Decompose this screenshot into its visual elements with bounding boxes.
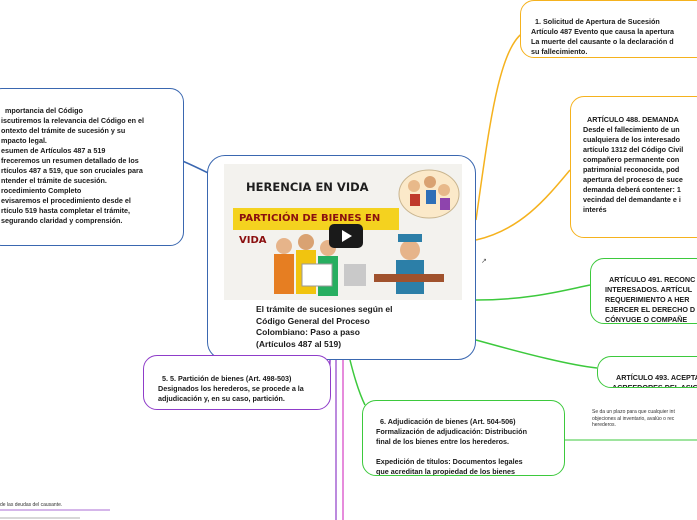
note-deudas-causante: de las deudas del causante.	[0, 502, 110, 509]
node-art491[interactable]: ARTÍCULO 491. RECONC INTERESADOS. ARTÍCU…	[590, 258, 697, 324]
play-icon[interactable]	[329, 224, 363, 248]
node-left-intro[interactable]: mportancia del Código iscutiremos la rel…	[0, 88, 184, 246]
node-art493-text: ARTÍCULO 493. ACEPTA ACREEDORES DEL ASIG	[612, 373, 697, 388]
connector-art488	[476, 170, 570, 240]
video-title-herencia: HERENCIA EN VIDA	[246, 180, 369, 194]
note-plazo-objeciones: Se da un plazo para que cualquier int ob…	[592, 409, 697, 429]
connector-art491	[476, 285, 590, 300]
node-particion-bienes[interactable]: 5. 5. Partición de bienes (Art. 498-503)…	[143, 355, 331, 410]
node-left-intro-text: mportancia del Código iscutiremos la rel…	[1, 106, 144, 225]
connector-top-right	[476, 30, 528, 220]
node-art493[interactable]: ARTÍCULO 493. ACEPTA ACREEDORES DEL ASIG	[597, 356, 697, 388]
connector-adjudicacion	[350, 360, 365, 405]
node-art491-text: ARTÍCULO 491. RECONC INTERESADOS. ARTÍCU…	[605, 275, 695, 324]
video-thumbnail[interactable]: HERENCIA EN VIDA PARTICIÓN DE BIENES EN …	[224, 164, 462, 300]
node-art488-demanda[interactable]: ARTÍCULO 488. DEMANDA Desde el fallecimi…	[570, 96, 697, 238]
node-adjudicacion-text: 6. Adjudicación de bienes (Art. 504-506)…	[376, 417, 527, 476]
video-title-particion: PARTICIÓN DE BIENES EN VIDA	[233, 208, 399, 230]
external-link-icon[interactable]: ↗	[481, 257, 487, 265]
node-apertura-sucesion[interactable]: 1. Solicitud de Apertura de Sucesión Art…	[520, 0, 697, 58]
connector-art493	[476, 340, 597, 368]
node-particion-text: 5. 5. Partición de bienes (Art. 498-503)…	[158, 374, 304, 403]
node-adjudicacion-bienes[interactable]: 6. Adjudicación de bienes (Art. 504-506)…	[362, 400, 565, 476]
central-topic[interactable]: HERENCIA EN VIDA PARTICIÓN DE BIENES EN …	[207, 155, 476, 360]
node-art488-text: ARTÍCULO 488. DEMANDA Desde el fallecimi…	[583, 115, 683, 214]
node-apertura-text: 1. Solicitud de Apertura de Sucesión Art…	[531, 17, 674, 56]
central-topic-label: El trámite de sucesiones según el Código…	[256, 304, 446, 350]
